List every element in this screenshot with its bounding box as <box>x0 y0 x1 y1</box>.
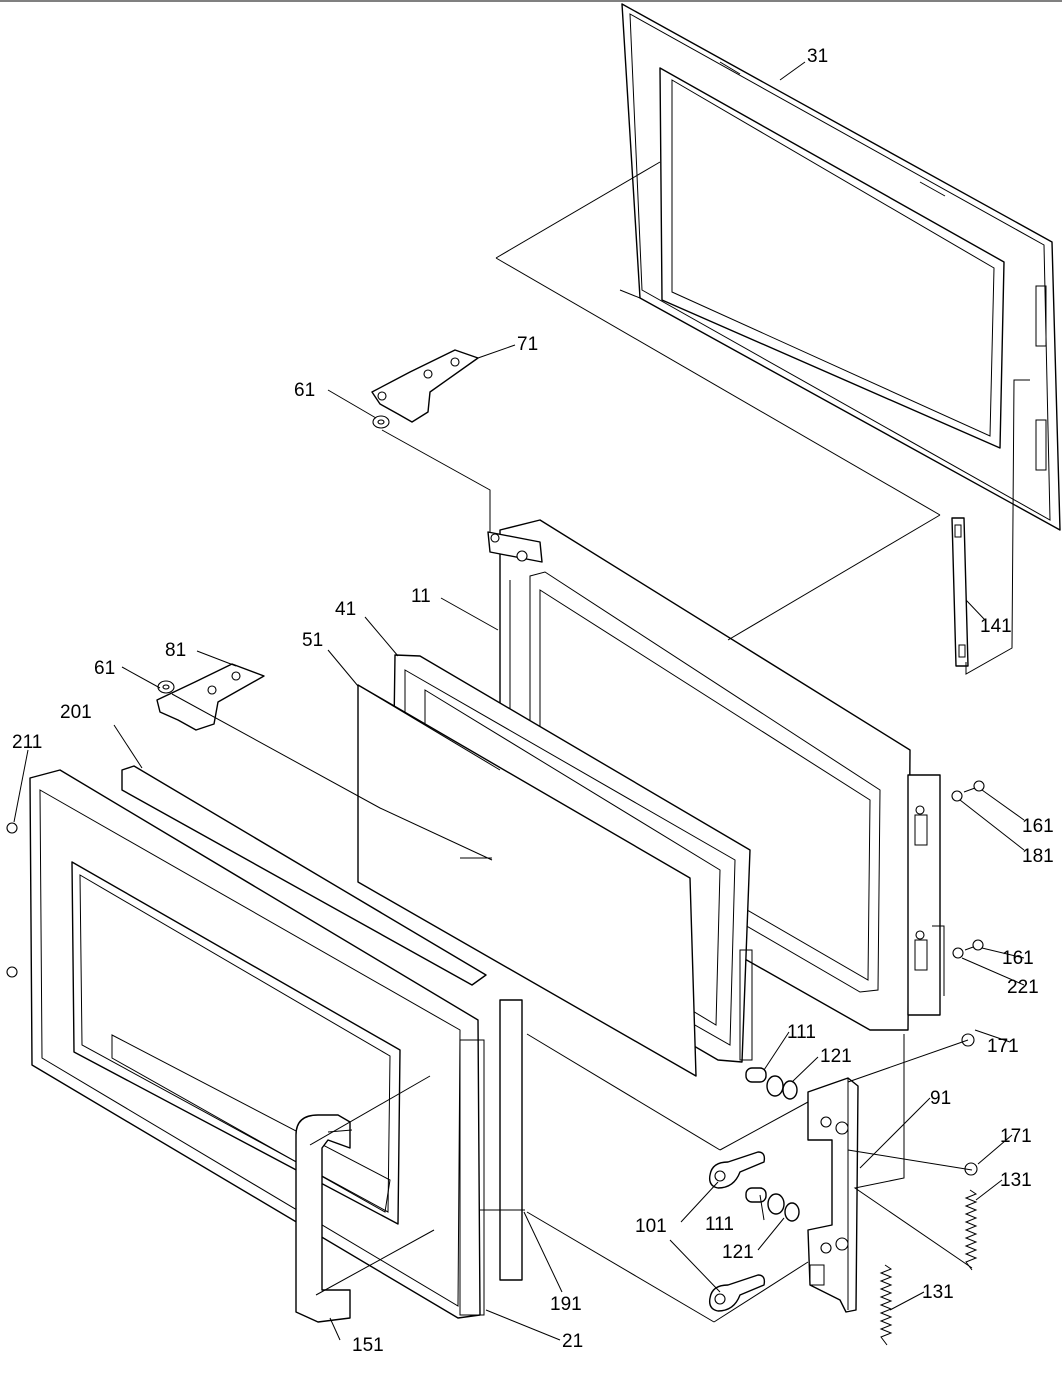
part-61-washers <box>157 415 390 694</box>
callout-161-lower: 161 <box>1002 948 1034 969</box>
callout-161-upper: 161 <box>1022 816 1054 837</box>
callout-31: 31 <box>807 46 828 67</box>
callout-151: 151 <box>352 1335 384 1356</box>
callout-71: 71 <box>517 334 538 355</box>
part-71-upper-hinge <box>371 349 479 423</box>
part-111-121-pins <box>745 1067 800 1222</box>
callout-51: 51 <box>302 630 323 651</box>
callout-131-lower: 131 <box>922 1282 954 1303</box>
part-81-lower-hinge <box>156 663 265 731</box>
callout-131-upper: 131 <box>1000 1170 1032 1191</box>
callout-111-upper: 111 <box>787 1022 816 1043</box>
callout-labels: 31 71 61 11 41 51 81 61 201 211 141 161 … <box>12 46 1054 1356</box>
part-91-latch-plate <box>807 1077 859 1313</box>
callout-201: 201 <box>60 702 92 723</box>
callout-221: 221 <box>1007 977 1039 998</box>
callout-81: 81 <box>165 640 186 661</box>
callout-111-lower: 111 <box>705 1214 734 1235</box>
part-31-rear-panel <box>619 3 1061 531</box>
part-151-handle <box>295 1114 353 1323</box>
callout-181: 181 <box>1022 846 1054 867</box>
callout-61-lower: 61 <box>94 658 115 679</box>
part-101-latch-hooks <box>708 1151 766 1312</box>
callout-61-upper: 61 <box>294 380 315 401</box>
callout-21: 21 <box>562 1331 583 1352</box>
part-51-glass-plate <box>357 684 697 1077</box>
part-131-springs <box>879 1189 978 1346</box>
callout-121-lower: 121 <box>722 1242 754 1263</box>
leader-lines <box>13 61 1025 1341</box>
part-201-seal-strip <box>121 765 487 986</box>
callout-171-lower: 171 <box>1000 1126 1032 1147</box>
callout-101: 101 <box>635 1216 667 1237</box>
callout-11: 11 <box>411 586 431 607</box>
callout-211: 211 <box>12 732 42 753</box>
callout-91: 91 <box>930 1088 951 1109</box>
callout-141: 141 <box>980 616 1012 637</box>
assembly-lines <box>171 161 1030 1323</box>
callout-191: 191 <box>550 1294 582 1315</box>
part-141-bracket <box>951 517 969 667</box>
callout-171-upper: 171 <box>987 1036 1019 1057</box>
part-191-vertical-strip <box>499 999 523 1281</box>
callout-121-upper: 121 <box>820 1046 852 1067</box>
callout-41: 41 <box>335 599 356 620</box>
